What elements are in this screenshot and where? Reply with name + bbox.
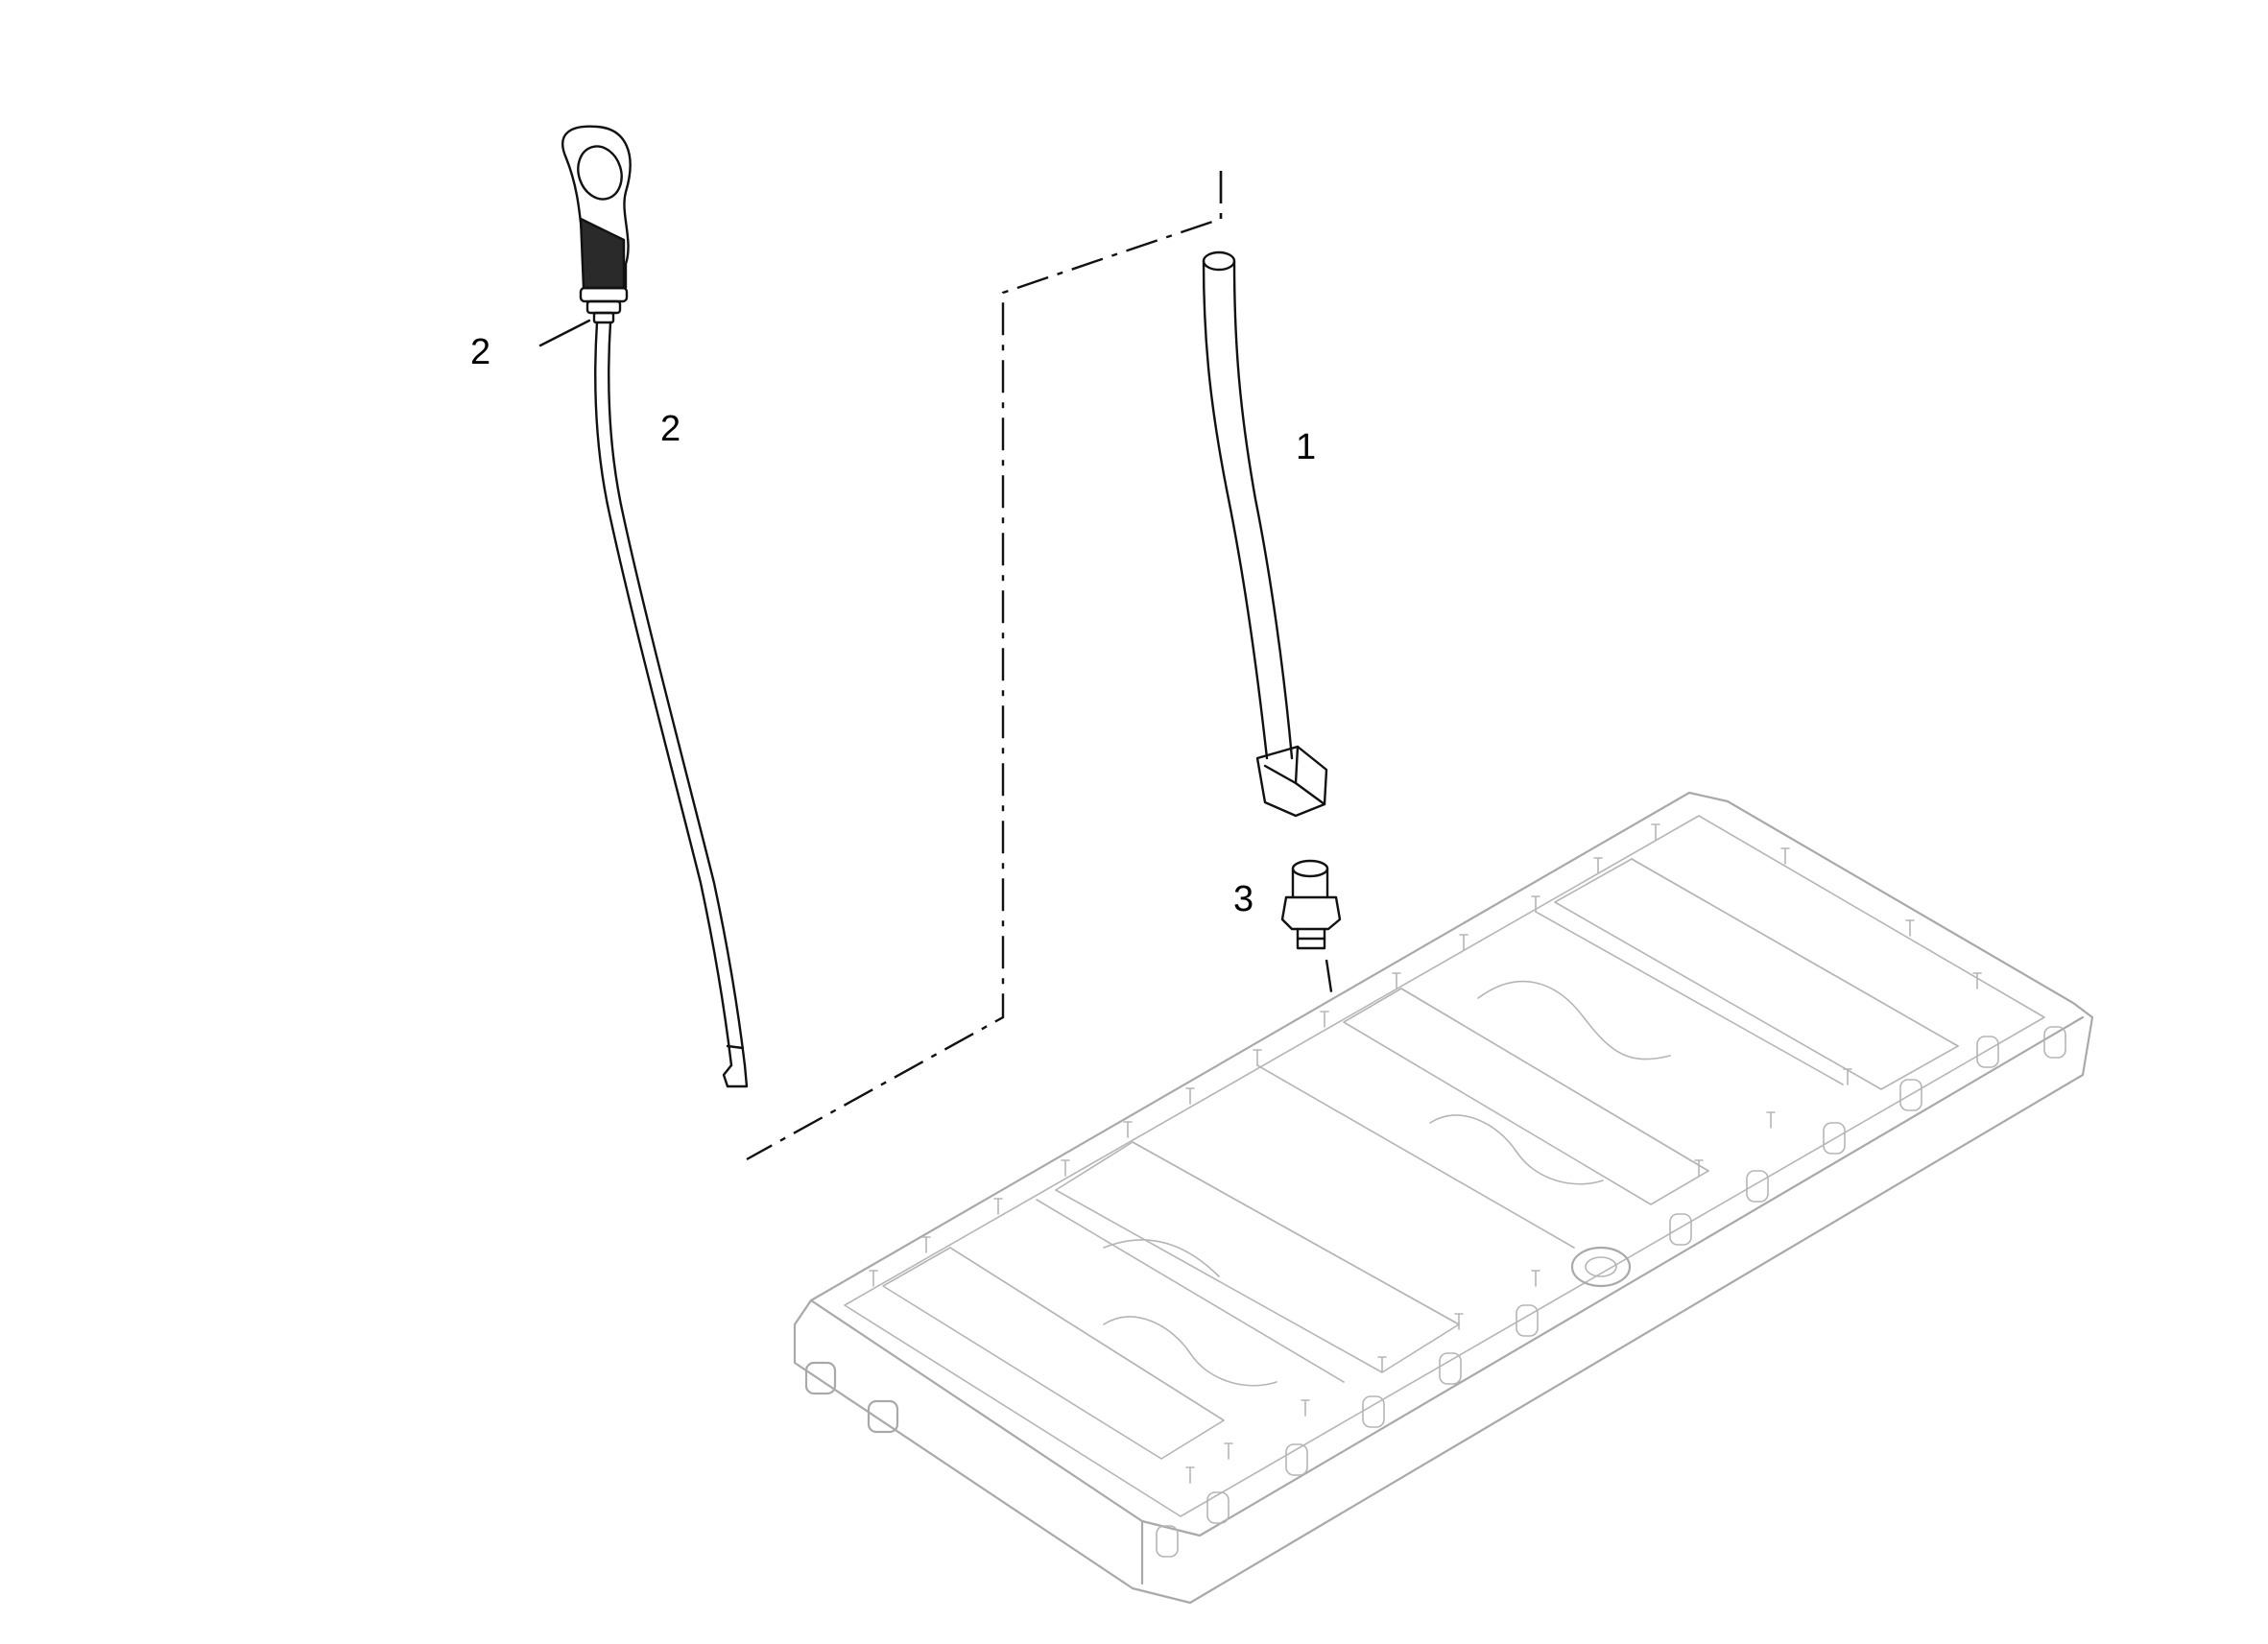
oil-pan — [793, 791, 2094, 1605]
leader-line-2 — [538, 319, 591, 347]
adapter-fitting — [1280, 859, 1342, 950]
dipstick-blade — [594, 321, 733, 1067]
dipstick — [561, 125, 749, 1088]
callout-1: 1 — [1296, 427, 1317, 467]
callout-2-lower: 2 — [660, 409, 681, 449]
callout-3: 3 — [1233, 879, 1254, 919]
dipstick-guide-tube — [1202, 250, 1328, 818]
assembly-line — [746, 171, 1223, 1161]
callout-2-upper: 2 — [470, 332, 491, 372]
